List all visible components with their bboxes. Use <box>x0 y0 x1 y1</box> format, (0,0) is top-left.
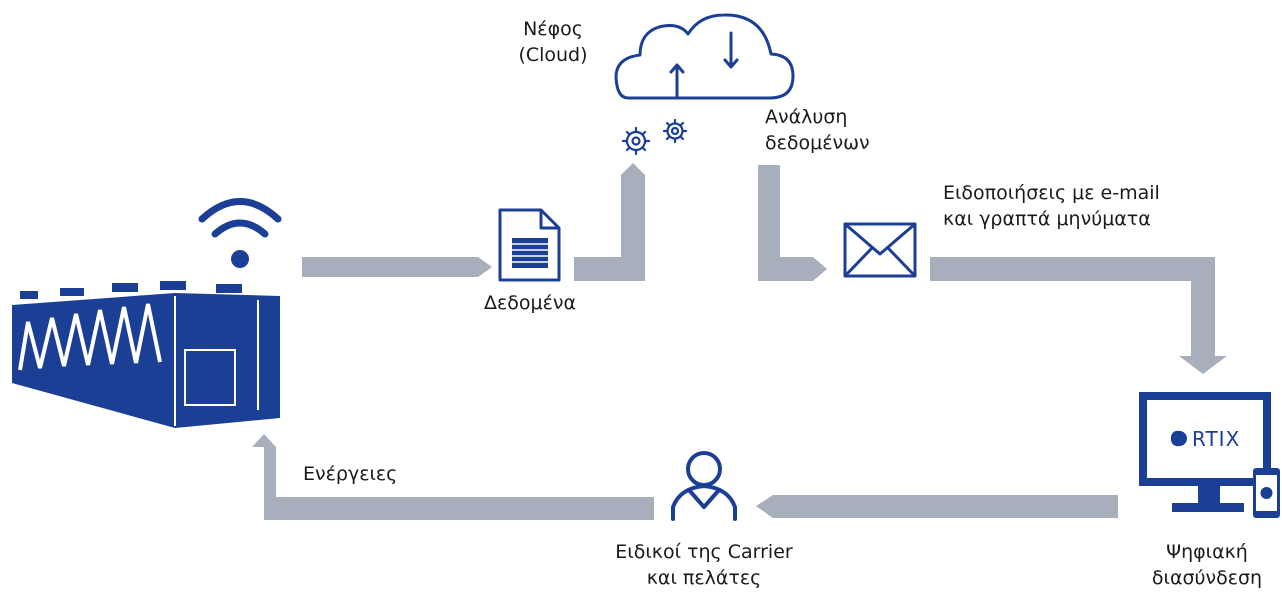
digital-label-line1: Ψηφιακή <box>1166 541 1248 563</box>
document-icon <box>498 208 561 282</box>
chiller-icon <box>12 281 280 428</box>
arrow-email-to-monitor <box>930 257 1227 374</box>
experts-label: Ειδικοί της Carrier και πελάτες <box>584 539 824 591</box>
wifi-icon <box>198 198 282 268</box>
gears-icon <box>621 118 688 156</box>
notifications-label-line2: και γραπτά μηνύματα <box>943 208 1151 230</box>
analysis-label-line2: δεδομένων <box>765 132 870 154</box>
cloud-icon <box>614 13 795 100</box>
digital-label: Ψηφιακή διασύνδεση <box>1142 539 1272 591</box>
experts-label-line2: και πελάτες <box>646 567 762 589</box>
analysis-label-line1: Ανάλυση <box>765 106 848 128</box>
digital-label-line2: διασύνδεση <box>1151 567 1263 589</box>
phone-icon <box>1253 468 1280 518</box>
analysis-label: Ανάλυση δεδομένων <box>765 104 870 156</box>
arrow-monitor-to-experts <box>756 495 1118 518</box>
arrow-experts-to-chiller <box>252 434 654 520</box>
notifications-label-line1: Ειδοποιήσεις με e-mail <box>943 182 1160 204</box>
monitor-icon <box>1139 392 1280 518</box>
cloud-label: Νέφος (Cloud) <box>498 16 608 68</box>
data-label: Δεδομένα <box>483 292 576 314</box>
monitor-screen-text: C RTIX <box>1169 427 1241 451</box>
flow-arrows <box>252 163 1227 520</box>
envelope-icon <box>843 222 917 278</box>
actions-label: Ενέργειες <box>303 463 398 485</box>
arrow-analysis-to-email <box>758 165 827 281</box>
cloud-label-line1: Νέφος <box>523 18 583 40</box>
experts-label-line1: Ειδικοί της Carrier <box>615 541 793 563</box>
arrow-chiller-to-data <box>302 257 492 277</box>
person-icon <box>671 451 737 521</box>
arrow-data-to-cloud <box>574 163 645 281</box>
cloud-label-line2: (Cloud) <box>518 44 588 66</box>
notifications-label: Ειδοποιήσεις με e-mail και γραπτά μηνύμα… <box>943 180 1160 232</box>
cortix-globe-icon <box>1172 431 1187 446</box>
